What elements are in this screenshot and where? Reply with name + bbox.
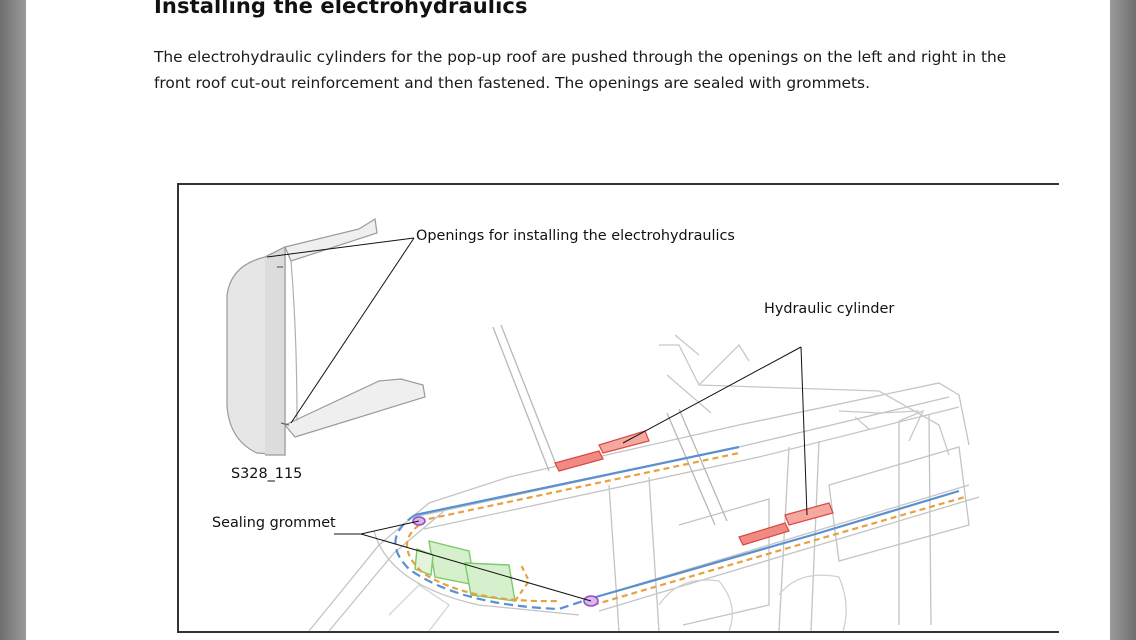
viewer-background-right [1110, 0, 1136, 640]
section-heading: Installing the electrohydraulics [154, 0, 528, 18]
hydraulic-lines [394, 445, 966, 611]
viewer-background-left [0, 0, 26, 640]
callout-hydraulic-cylinder-label: Hydraulic cylinder [764, 301, 895, 317]
callout-leader-lines [266, 237, 808, 602]
reinforcement-frame-inset [226, 218, 426, 456]
pump-module [414, 540, 516, 602]
document-page: Installing the electrohydraulics The ele… [26, 0, 1110, 640]
callout-sealing-grommet-label: Sealing grommet [212, 515, 336, 531]
technical-illustration: Openings for installing the electrohydra… [177, 183, 1059, 633]
vehicle-body-drawing [308, 324, 980, 631]
callout-openings-label: Openings for installing the electrohydra… [416, 228, 735, 244]
body-paragraph: The electrohydraulic cylinders for the p… [154, 48, 1007, 92]
illustration-drawing [226, 218, 980, 631]
hydraulic-cylinders [554, 430, 834, 546]
figure-code: S328_115 [231, 466, 303, 482]
